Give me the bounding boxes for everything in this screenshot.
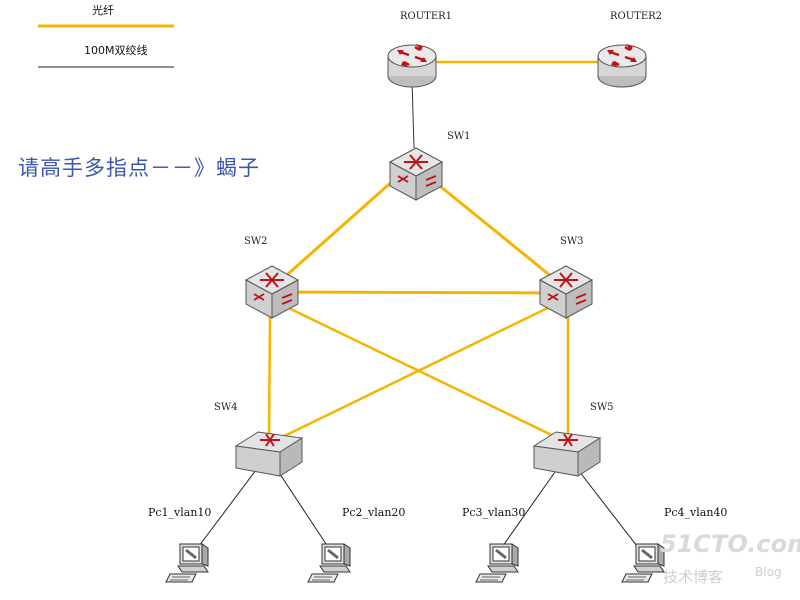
link-sw3-sw4 [271, 300, 561, 444]
link-sw4-pc1 [195, 461, 263, 551]
link-sw2-sw4 [267, 315, 272, 441]
pc3-icon [474, 542, 520, 584]
pc1-label: Pc1_vlan10 [148, 506, 212, 519]
legend-twisted-pair-label: 100M双绞线 [84, 44, 148, 57]
pc2-label: Pc2_vlan20 [342, 506, 406, 519]
sw5-icon [533, 431, 601, 477]
link-sw1-sw2 [269, 176, 397, 292]
sw1-label: SW1 [447, 131, 471, 142]
watermark-site: 51CTO.com [660, 530, 800, 558]
sw3-label: SW3 [560, 236, 584, 247]
router2-label: ROUTER2 [610, 11, 663, 22]
sw5-label: SW5 [590, 402, 614, 413]
link-sw2-sw5 [271, 298, 563, 442]
pc3-label: Pc3_vlan30 [462, 506, 526, 519]
pc1-icon [164, 542, 210, 584]
pc4-label: Pc4_vlan40 [664, 506, 728, 519]
link-sw1-sw3 [429, 176, 569, 292]
link-sw2-sw3 [271, 290, 567, 295]
watermark-blog: Blog [755, 565, 782, 579]
router1-label: ROUTER1 [400, 11, 453, 22]
link-router1-sw1 [411, 79, 415, 149]
author-note: 请高手多指点－－》蝎子 [18, 156, 260, 180]
link-sw5-pc3 [499, 461, 563, 551]
link-sw5-pc4 [571, 461, 641, 551]
sw4-label: SW4 [214, 402, 238, 413]
watermark-subtitle: 技术博客 [663, 568, 724, 586]
router2-icon [596, 42, 648, 89]
pc4-icon [620, 542, 666, 584]
sw4-icon [235, 431, 303, 477]
legend-fiber-label: 光纤 [92, 4, 114, 17]
pc2-icon [306, 542, 352, 584]
router1-icon [386, 42, 438, 89]
sw1-icon [389, 147, 443, 201]
sw2-label: SW2 [244, 236, 268, 247]
link-sw4-pc2 [271, 461, 331, 551]
